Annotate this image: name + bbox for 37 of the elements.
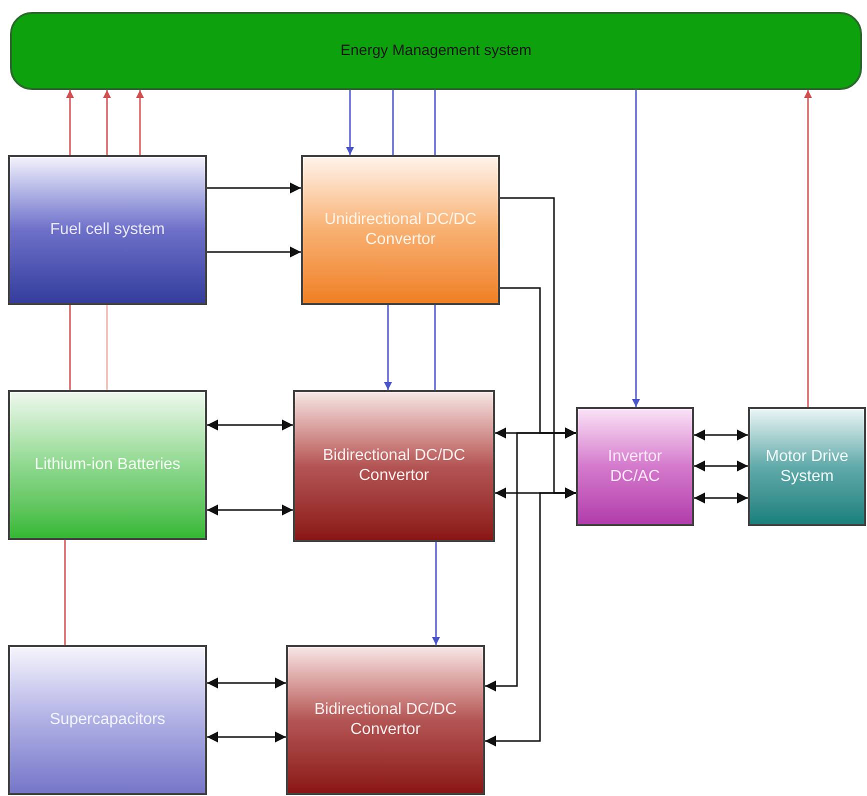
connector-arrow — [207, 246, 301, 258]
connector-arrow — [694, 430, 748, 440]
connector-arrow — [694, 460, 748, 472]
process-box — [748, 407, 866, 526]
process-box — [293, 390, 495, 542]
node-label: Energy Management system — [340, 42, 532, 60]
process-box — [286, 645, 485, 795]
process-box — [301, 155, 500, 305]
process-box — [8, 390, 207, 540]
process-box — [576, 407, 694, 526]
connector-arrow — [432, 542, 440, 645]
connector-arrow — [136, 90, 144, 155]
connector-arrow — [207, 182, 301, 194]
node-label: Motor Drive System — [764, 446, 850, 486]
node-label: Fuel cell system — [50, 220, 165, 240]
connector-arrow — [207, 420, 293, 430]
process-box — [8, 645, 207, 795]
system-bar — [10, 12, 862, 90]
connector-arrow — [207, 732, 286, 742]
connector-arrow — [632, 90, 640, 407]
connector-arrow — [485, 428, 576, 692]
node-label: Unidirectional DC/DC Convertor — [323, 210, 478, 250]
connector-arrow — [207, 678, 286, 688]
connector-arrow — [694, 492, 748, 504]
connector-arrow — [103, 90, 111, 155]
node-label: Supercapacitors — [50, 710, 166, 730]
node-label: Lithium-ion Batteries — [34, 455, 180, 475]
connector-arrow — [804, 90, 812, 407]
node-label: Bidirectional DC/DC Convertor — [322, 446, 466, 486]
connector-arrow — [384, 305, 392, 390]
connector-arrow — [66, 90, 74, 155]
node-label: Bidirectional DC/DC Convertor — [313, 700, 458, 740]
node-label: Invertor DC/AC — [606, 446, 664, 486]
connector-arrow — [346, 90, 354, 155]
connector-arrow — [485, 488, 576, 746]
connector-arrow — [207, 504, 293, 516]
process-box — [8, 155, 207, 305]
